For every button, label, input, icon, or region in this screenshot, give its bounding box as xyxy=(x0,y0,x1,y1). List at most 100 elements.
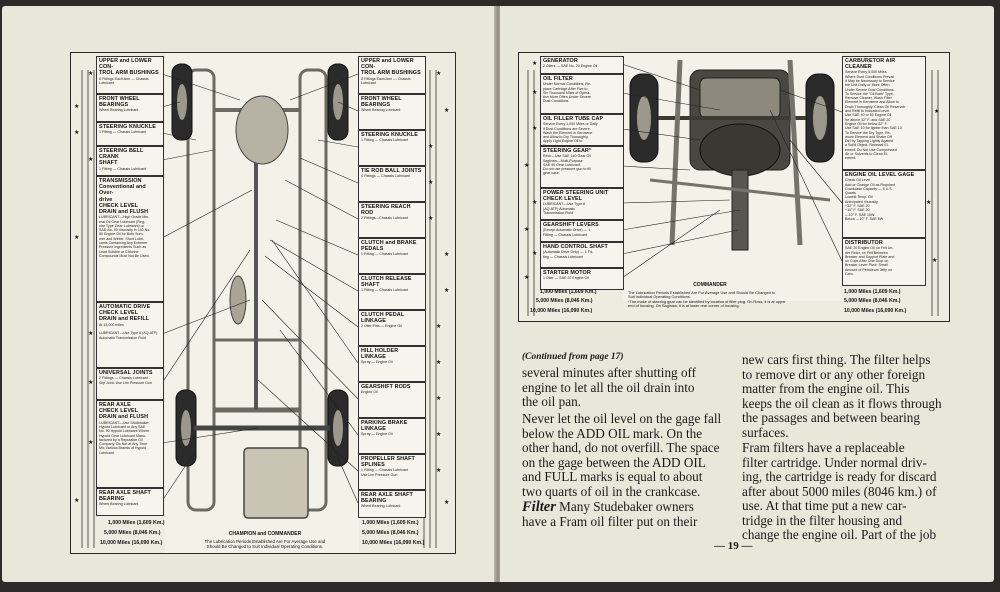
left-chart-right-item-desc: Wheel Bearing Lubricant xyxy=(361,504,401,509)
left-miles-5000: 5,000 Miles (8,046 Km.) xyxy=(104,530,161,536)
right-chart-left-item-title: POWER STEERING UNIT CHECK LEVEL xyxy=(543,190,609,203)
left-caption-text: The Lubrication Periods Established Are … xyxy=(204,539,326,549)
right-chart-left-item-desc: (Automatic Drive Only) — 1 Fit- ting — C… xyxy=(543,250,593,259)
left-chart-left-item-title: FRONT WHEEL BEARINGS xyxy=(99,96,140,109)
left-chart-left-interval-star: ★ xyxy=(74,234,80,241)
left-chart-left-interval-star: ★ xyxy=(74,129,80,136)
left-chart-right-item-title: REAR AXLE SHAFT BEARING xyxy=(361,492,413,505)
left-chart-right-item-desc: Spray — Engine Oil xyxy=(361,432,393,437)
right-chart-left-interval-star: ★ xyxy=(532,250,538,257)
left-chart-right-item-title: STEERING KNUCKLE xyxy=(361,132,419,138)
right-caption-text: The Lubrication Periods Established Are … xyxy=(628,290,786,309)
right-chart-left-item-box: STEERING GEAR*Recir—Use SAE 140 Gear Oil… xyxy=(540,146,624,188)
right-chart-left-item-desc: Service Every 1,000 Miles or Daily if Du… xyxy=(543,122,598,146)
left-chart-left-interval-star: ★ xyxy=(74,103,80,110)
left-miles-5000-right: 5,000 Miles (8,046 Km.) xyxy=(362,530,419,536)
left-chart-right-item-desc: 2 Oiler Pins — Engine Oil xyxy=(361,324,402,329)
right-chart-left-item-desc: LUBRICANT—Use Type A (AQ-ATF) Automatic … xyxy=(543,202,586,215)
right-chart-left-item-desc: (Except Automatic Drive) — 1 Fitting — C… xyxy=(543,228,591,237)
right-chart-right-item-title: CARBURETOR AIR CLEANER xyxy=(845,58,896,71)
right-miles-5000: 5,000 Miles (8,046 Km.) xyxy=(536,298,593,304)
left-chart-right-item-title: HILL HOLDER LINKAGE xyxy=(361,348,399,361)
left-chart-left-interval-star: ★ xyxy=(88,379,94,386)
right-chart-right-item-desc: Service Every 5,000 Miles. Where Dust Co… xyxy=(845,70,906,161)
left-chart-right-item-desc: 1 Fitting — Chassis Lubricant xyxy=(361,288,408,293)
continued-note: (Continued from page 17) xyxy=(522,352,624,362)
left-chart-left-item-title: UNIVERSAL JOINTS xyxy=(99,370,153,376)
left-chart-left-interval-star: ★ xyxy=(88,156,94,163)
left-chart-left-item-desc: Wheel Bearing Lubricant xyxy=(99,108,139,113)
left-chart-right-item-title: CLUTCH RELEASE SHAFT xyxy=(361,276,412,289)
left-chart-right-item-title: PARKING BRAKE LINKAGE xyxy=(361,420,408,433)
book-spine xyxy=(494,6,502,582)
left-chart-left-item-title: STEERING KNUCKLE xyxy=(99,124,157,130)
right-chart-left-item-title: GEARSHIFT LEVERS xyxy=(543,222,599,228)
left-chart-left-item-title: TRANSMISSION Conventional and Over- driv… xyxy=(99,178,149,216)
right-chart-left-item-title: HAND CONTROL SHAFT xyxy=(543,244,608,250)
right-chart-left-item-desc: 1 Oiler — SAE 20 Engine Oil xyxy=(543,276,589,281)
right-chart-left-interval-star: ★ xyxy=(524,226,530,233)
left-chart-left-item-desc: Wheel Bearing Lubricant xyxy=(99,502,139,507)
left-chart-left-item-title: AUTOMATIC DRIVE CHECK LEVEL DRAIN and RE… xyxy=(99,304,151,323)
left-chart-left-interval-star: ★ xyxy=(74,497,80,504)
left-chart-left-interval-star: ★ xyxy=(88,330,94,337)
left-chart-right-item-title: CLUTCH and BRAKE PEDALS xyxy=(361,240,417,253)
right-chart-left-interval-star: ★ xyxy=(532,89,538,96)
article-col1-para2: Never let the oil level on the gage fall… xyxy=(522,411,722,499)
left-chart-right-interval-star: ★ xyxy=(428,143,434,150)
right-chart-left-item-title: OIL FILLER TUBE CAP xyxy=(543,116,604,122)
right-chart-left-interval-star: ★ xyxy=(532,125,538,132)
right-miles-5000-right: 5,000 Miles (8,046 Km.) xyxy=(844,298,901,304)
left-miles-1000: 1,000 Miles (1,609 Km.) xyxy=(108,520,165,526)
left-chart-left-item-box: TRANSMISSION Conventional and Over- driv… xyxy=(96,176,164,302)
left-chart-right-item-desc: 1 Fitting — Chassis Lubricant xyxy=(361,138,408,143)
right-chart-left-item-desc: Under Normal Conditions, Re- place Cartr… xyxy=(543,82,592,104)
left-chart-right-item-desc: 2 Fittings—Chassis Lubricant xyxy=(361,216,408,221)
filter-para-first: Many Studebaker owners xyxy=(555,499,694,514)
left-chart-right-interval-star: ★ xyxy=(436,323,442,330)
left-chart-right-interval-star: ★ xyxy=(436,431,442,438)
right-chart-right-interval-star: ★ xyxy=(934,108,940,115)
left-chart-left-interval-star: ★ xyxy=(88,70,94,77)
left-chart-left-item-desc: 1 Fitting — Chassis Lubricant xyxy=(99,130,146,135)
right-chart-right-item-desc: Check Oil Level Add or Change Oil as Req… xyxy=(845,178,895,221)
right-chart-right-item-title: ENGINE OIL LEVEL GAGE xyxy=(845,172,915,178)
right-chart-right-item-title: DISTRIBUTOR xyxy=(845,240,883,246)
left-chart-left-interval-star: ★ xyxy=(88,439,94,446)
left-chart-left-item-desc: 2 Fittings — Chassis Lubricant Slip Join… xyxy=(99,376,152,385)
left-chart-right-interval-star: ★ xyxy=(436,359,442,366)
left-chart-left-item-desc: 1 Fitting — Chassis Lubricant xyxy=(99,166,146,171)
left-chart-right-item-title: PROPELLER SHAFT SPLINES xyxy=(361,456,415,469)
right-caption-title: COMMANDER xyxy=(693,282,727,288)
right-chart-right-item-desc: SAE 20 Engine Oil on Felt Un- der Rotor,… xyxy=(845,246,895,276)
left-chart-right-interval-star: ★ xyxy=(428,179,434,186)
left-chart-right-item-desc: 1 Fitting — Chassis Lubricant xyxy=(361,252,408,257)
right-miles-1000-right: 1,000 Miles (1,609 Km.) xyxy=(844,289,901,295)
left-chart-right-item-desc: 8 Fittings Each Arm — Chassis Lubricant xyxy=(361,76,411,85)
left-chart-right-item-desc: Wheel Bearing Lubricant xyxy=(361,108,401,113)
left-chart-right-interval-star: ★ xyxy=(444,499,450,506)
left-miles-1000-right: 1,000 Miles (1,609 Km.) xyxy=(362,520,419,526)
left-miles-10000: 10,000 Miles (16,090 Km.) xyxy=(100,540,163,546)
left-chart-right-item-desc: 1 Fitting — Chassis Lubricant Use Lim Pr… xyxy=(361,468,408,477)
left-caption-title: CHAMPION and COMMANDER xyxy=(228,531,302,537)
left-chart-right-interval-star: ★ xyxy=(444,251,450,258)
left-chart-left-item-box: AUTOMATIC DRIVE CHECK LEVEL DRAIN and RE… xyxy=(96,302,164,368)
left-chart-right-item-title: TIE ROD BALL JOINTS xyxy=(361,168,422,174)
